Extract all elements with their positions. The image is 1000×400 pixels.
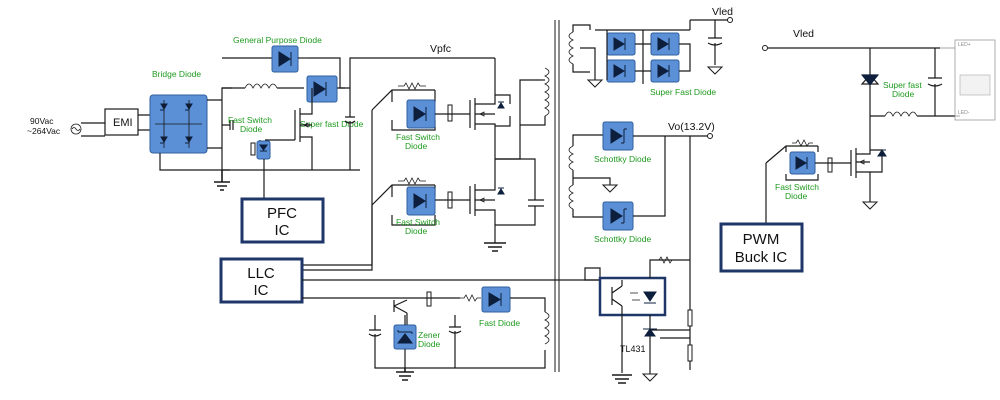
bridge-diode: Bridge Diode (149, 69, 208, 154)
tl431-label: TL431 (620, 344, 646, 354)
fast-diode: Fast Diode (479, 286, 520, 328)
vo-label: Vo(13.2V) (668, 121, 715, 133)
gnd-vled-secondary (586, 79, 604, 88)
gnd-buck (861, 201, 879, 210)
ac-input: 90Vac~264Vac (27, 116, 105, 137)
schottky-diode-bottom: Schottky Diode (594, 201, 651, 244)
pfc-super-fast-diode: Super fast Diode (300, 75, 364, 129)
general-purpose-diode: General Purpose Diode (233, 35, 322, 73)
super-fast-diode-bridge: Super Fast Diode (595, 29, 716, 97)
super-fast-diode-group-label: Super Fast Diode (650, 87, 716, 97)
llc-mosfet-top (469, 95, 505, 159)
fast-diode-label: Fast Diode (479, 318, 520, 328)
schottky-diode-top: Schottky Diode (594, 121, 651, 164)
general-purpose-diode-label: General Purpose Diode (233, 35, 322, 45)
schottky-top-label: Schottky Diode (594, 154, 651, 164)
bridge-diode-label: Bridge Diode (152, 69, 201, 79)
gnd-13v2-secondary (601, 184, 619, 193)
gnd-tl431 (641, 373, 659, 382)
pfc-super-fast-label: Super fast Diode (300, 119, 364, 129)
llc-mosfet-bottom (469, 159, 505, 235)
tl431: TL431 (620, 328, 657, 374)
gnd-vled-cap (706, 66, 724, 75)
led-connector: LED+ LED- (940, 39, 996, 121)
transformer-core (554, 20, 560, 372)
gnd-optocoupler (612, 374, 632, 384)
optocoupler (598, 276, 667, 317)
led-minus-label: LED- (958, 110, 970, 116)
buck-mosfet (850, 148, 887, 185)
aux-transistor (393, 299, 408, 328)
led-plus-label: LED+ (958, 42, 971, 48)
vled-right-label: Vled (793, 28, 814, 40)
gnd-aux (396, 368, 414, 381)
vled-top-label: Vled (712, 6, 733, 18)
input-voltage-label: 90Vac~264Vac (27, 116, 61, 136)
gnd-llc (484, 242, 506, 252)
ac-source-symbol (70, 123, 82, 135)
vpfc-label: Vpfc (430, 43, 451, 55)
pfc-mosfet (294, 88, 313, 170)
gnd-pfc (214, 170, 230, 191)
schottky-bottom-label: Schottky Diode (594, 234, 651, 244)
emi-filter: EMI (104, 108, 150, 136)
emi-label: EMI (113, 117, 133, 129)
